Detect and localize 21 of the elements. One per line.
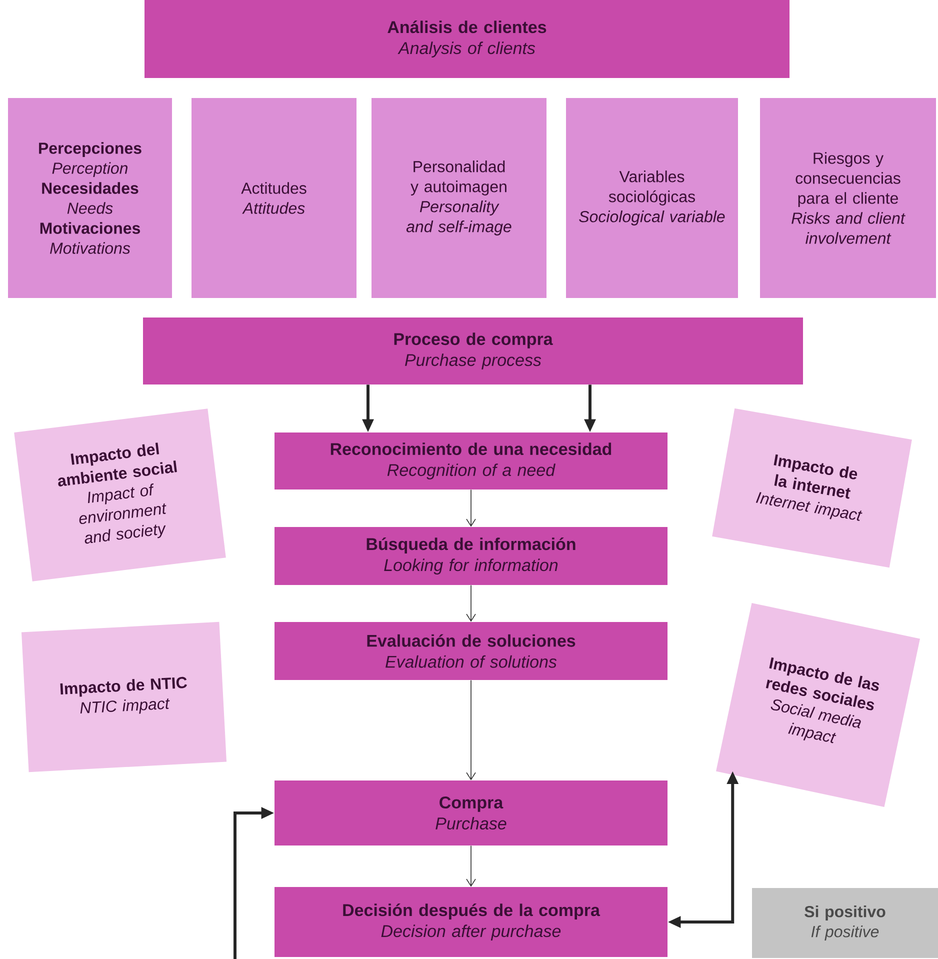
condition-box: Si positivo If positive	[752, 888, 938, 958]
factor-box: Personalidad y autoimagen Personality and self-image	[372, 98, 546, 298]
arrow	[466, 584, 476, 622]
arrow	[466, 845, 476, 887]
process-banner: Proceso de compra Purchase process	[143, 318, 803, 384]
impact-note: Impacto de la internet Internet impact	[712, 408, 912, 568]
factor-box: Actitudes Attitudes	[192, 98, 356, 298]
factor-box: Percepciones Perception Necesidades Needs Motivaciones Motivations	[8, 98, 172, 298]
impact-note: Impacto de las redes sociales Social media impact	[716, 603, 920, 807]
title-banner: Análisis de clientes Analysis of clients	[144, 0, 790, 78]
step-box: Evaluación de soluciones Evaluation of solutions	[274, 622, 668, 680]
arrow	[466, 489, 476, 527]
step-box: Búsqueda de información Looking for information	[274, 527, 668, 585]
step-box: Compra Purchase	[274, 780, 668, 846]
arrow	[466, 680, 476, 780]
step-box: Decisión después de la compra Decision after purchase	[274, 887, 668, 958]
impact-note: Impacto de NTIC NTIC impact	[21, 622, 227, 772]
factor-box: Riesgos y consecuencias para el cliente Risks and client involvement	[760, 98, 936, 298]
step-box: Reconocimiento de una necesidad Recognition of a need	[274, 432, 668, 490]
factor-box: Variables sociológicas Sociological variable	[566, 98, 738, 298]
impact-note: Impacto del ambiente social Impact of environment and society	[14, 408, 226, 582]
